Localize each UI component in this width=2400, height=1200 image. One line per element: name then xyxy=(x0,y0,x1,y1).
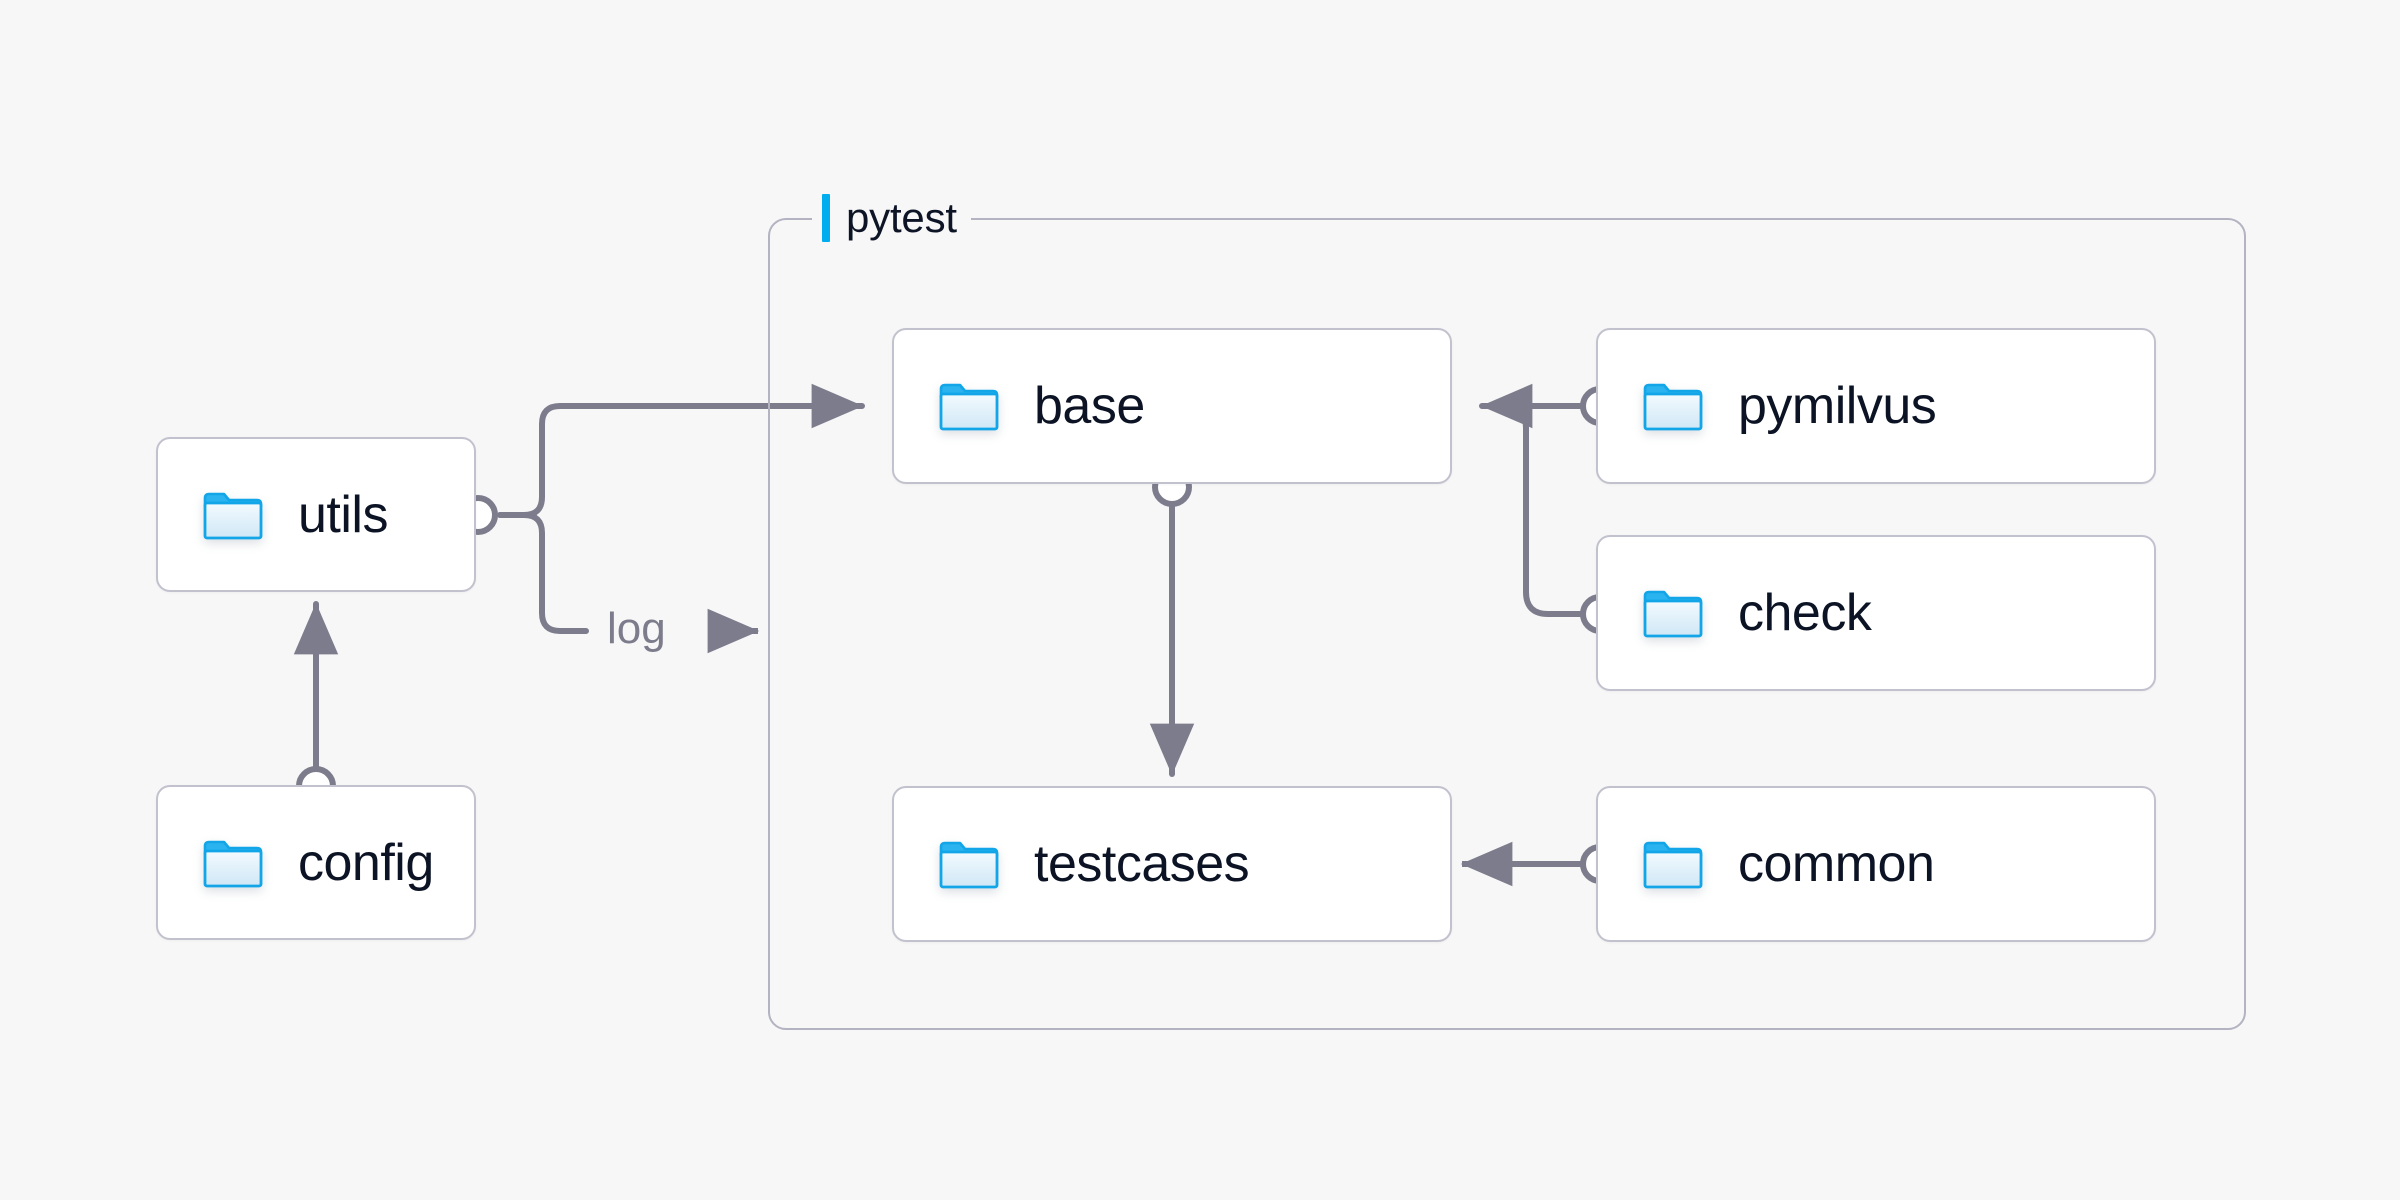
group-accent-bar xyxy=(822,194,830,242)
folder-icon xyxy=(202,837,264,889)
folder-icon xyxy=(202,489,264,541)
pytest-group-label: pytest xyxy=(812,189,971,247)
folder-icon xyxy=(938,380,1000,432)
node-config[interactable]: config xyxy=(156,785,476,940)
node-pymilvus[interactable]: pymilvus xyxy=(1596,328,2156,484)
node-label: base xyxy=(1034,377,1145,435)
node-common[interactable]: common xyxy=(1596,786,2156,942)
edge-utils-to-log xyxy=(497,512,589,634)
folder-icon xyxy=(1642,587,1704,639)
node-label: config xyxy=(298,833,434,892)
node-check[interactable]: check xyxy=(1596,535,2156,691)
folder-icon xyxy=(1642,380,1704,432)
folder-icon xyxy=(1642,838,1704,890)
node-label: testcases xyxy=(1034,835,1250,893)
edge-label-log: log xyxy=(607,604,666,653)
group-title-text: pytest xyxy=(846,194,957,241)
node-label: check xyxy=(1738,584,1872,642)
node-label: utils xyxy=(298,485,388,544)
node-utils[interactable]: utils xyxy=(156,437,476,592)
pytest-group-container[interactable] xyxy=(768,218,2246,1030)
folder-icon xyxy=(938,838,1000,890)
node-testcases[interactable]: testcases xyxy=(892,786,1452,942)
node-base[interactable]: base xyxy=(892,328,1452,484)
node-label: common xyxy=(1738,835,1935,893)
node-label: pymilvus xyxy=(1738,377,1937,435)
